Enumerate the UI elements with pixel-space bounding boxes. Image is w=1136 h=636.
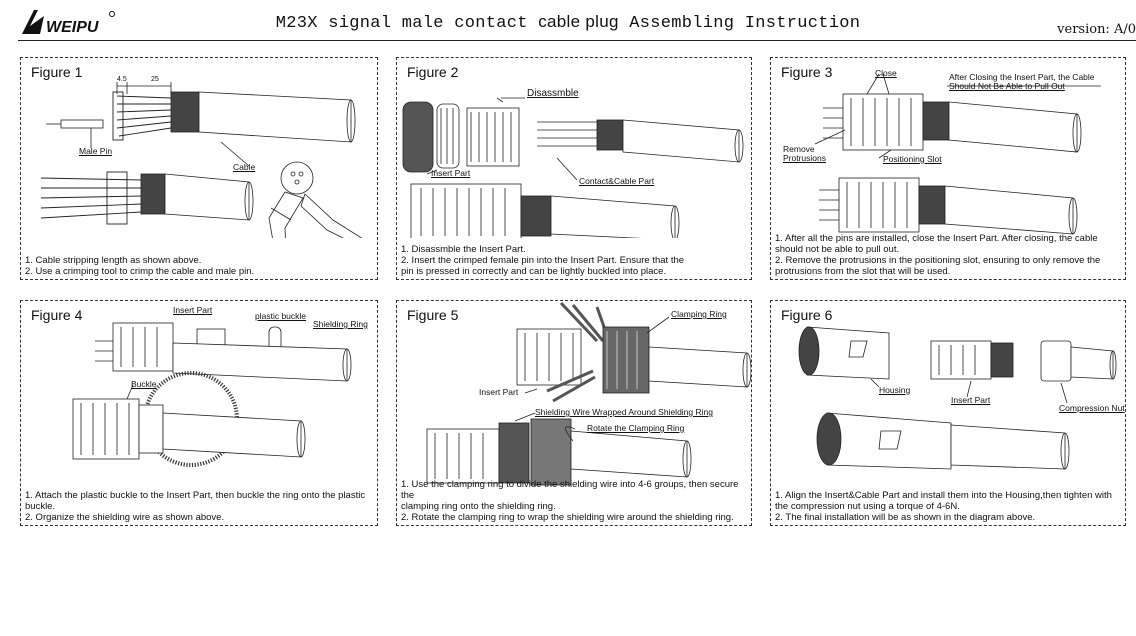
figure-2-panel: Figure 2 Disassmble Insert Part Contact&…: [396, 57, 752, 280]
figure-6-panel: Figure 6 Housing Insert Part Compression…: [770, 300, 1126, 526]
figure-5-panel: Figure 5 Clamping Ring Insert Part Shiel…: [396, 300, 752, 526]
figure-2-title: Figure 2: [407, 64, 459, 80]
label-shielding-wire-wrapped: Shielding Wire Wrapped Around Shielding …: [535, 407, 713, 417]
caption-line: 1. After all the pins are installed, clo…: [775, 233, 1098, 244]
label-remove: Remove: [783, 144, 815, 154]
svg-text:WEIPU: WEIPU: [46, 19, 99, 36]
figure-4-caption: 1. Attach the plastic buckle to the Inse…: [25, 490, 373, 523]
figure-2-caption: 1. Disassmble the Insert Part. 2. Insert…: [401, 244, 747, 277]
label-contact-cable-part: Contact&Cable Part: [579, 176, 655, 186]
figure-6-caption: 1. Align the Insert&Cable Part and insta…: [775, 490, 1121, 523]
figure-4-panel: Figure 4 Insert Part plastic buckle Shie…: [20, 300, 378, 526]
figure-3-caption: 1. After all the pins are installed, clo…: [775, 233, 1121, 277]
caption-line: 2. The final installation will be as sho…: [775, 512, 1036, 523]
figure-4-title: Figure 4: [31, 307, 83, 323]
weipu-logo: WEIPU: [22, 10, 115, 36]
figure-5-illustration: [426, 301, 751, 486]
figure-3-title: Figure 3: [781, 64, 833, 80]
label-insert-part: Insert Part: [479, 387, 519, 397]
figure-4-illustration: [72, 322, 352, 467]
dimension-label-25: 25: [151, 76, 159, 83]
caption-line: should not be able to pull out.: [775, 244, 900, 255]
figure-1-caption: 1. Cable stripping length as shown above…: [25, 255, 373, 277]
label-insert-part: Insert Part: [431, 168, 471, 178]
figure-5-title: Figure 5: [407, 307, 459, 323]
label-close: Close: [875, 68, 897, 78]
label-plastic-buckle: plastic buckle: [255, 311, 307, 321]
caption-line: clamping ring onto the shielding ring.: [401, 501, 556, 512]
figure-5-caption: 1. Use the clamping ring to divide the s…: [401, 479, 747, 523]
figure-1-title: Figure 1: [31, 64, 83, 80]
caption-line: 2. Organize the shielding wire as shown …: [25, 512, 225, 523]
figure-6-illustration: [798, 326, 1117, 470]
title-part-2: cable plug: [538, 12, 619, 31]
caption-line: protrusions from the slot that will be u…: [775, 266, 951, 277]
document-title: M23X signal male contact cable plug Asse…: [0, 12, 1136, 33]
dimension-label-4-5: 4.5: [117, 76, 127, 83]
label-buckle: Buckle: [131, 379, 157, 389]
title-part-1: M23X signal male contact: [275, 14, 539, 33]
caption-line: 1. Disassmble the Insert Part.: [401, 244, 526, 255]
caption-line: 2. Insert the crimped female pin into th…: [401, 255, 685, 266]
figure-3-illustration: [814, 73, 1101, 235]
title-part-3: Assembling Instruction: [618, 14, 861, 33]
version-label: version: A/0: [1057, 22, 1136, 37]
label-after-closing-line-2: Should Not Be Able to Pull Out: [949, 81, 1065, 91]
caption-line: 1. Align the Insert&Cable Part and insta…: [775, 490, 1112, 501]
label-clamping-ring: Clamping Ring: [671, 309, 727, 319]
label-cable: Cable: [233, 162, 256, 172]
caption-line: buckle.: [25, 501, 56, 512]
label-compression-nut: Compression Nut: [1059, 403, 1125, 413]
figure-3-panel: Figure 3 Close After Closing the Insert …: [770, 57, 1126, 280]
label-disassemble: Disassmble: [527, 88, 579, 99]
label-male-pin: Male Pin: [79, 146, 113, 156]
label-protrusions: Protrusions: [783, 153, 826, 163]
figure-1-panel: Figure 1: [20, 57, 378, 280]
figure-2-illustration: [402, 97, 744, 238]
label-after-closing-line-1: After Closing the Insert Part, the Cable: [949, 72, 1095, 82]
caption-line: pin is pressed in correctly and can be l…: [401, 266, 667, 277]
label-rotate-clamping-ring: Rotate the Clamping Ring: [587, 423, 685, 433]
figure-6-title: Figure 6: [781, 307, 833, 323]
label-insert-part: Insert Part: [951, 395, 991, 405]
caption-line: 2. Remove the protrusions in the positio…: [775, 255, 1101, 266]
caption-line: the compression nut using a torque of 4-…: [775, 501, 960, 512]
label-housing: Housing: [879, 385, 911, 395]
label-shielding-ring: Shielding Ring: [313, 319, 368, 329]
caption-line: 2. Rotate the clamping ring to wrap the …: [401, 512, 734, 523]
label-insert-part: Insert Part: [173, 305, 213, 315]
caption-line: 1. Use the clamping ring to divide the s…: [401, 479, 739, 501]
header-divider: [18, 40, 1136, 41]
figure-1-illustration: [40, 82, 363, 238]
caption-line: 1. Cable stripping length as shown above…: [25, 255, 202, 266]
caption-line: 1. Attach the plastic buckle to the Inse…: [25, 490, 366, 501]
caption-line: 2. Use a crimping tool to crimp the cabl…: [25, 266, 255, 277]
label-positioning-slot: Positioning Slot: [883, 154, 942, 164]
